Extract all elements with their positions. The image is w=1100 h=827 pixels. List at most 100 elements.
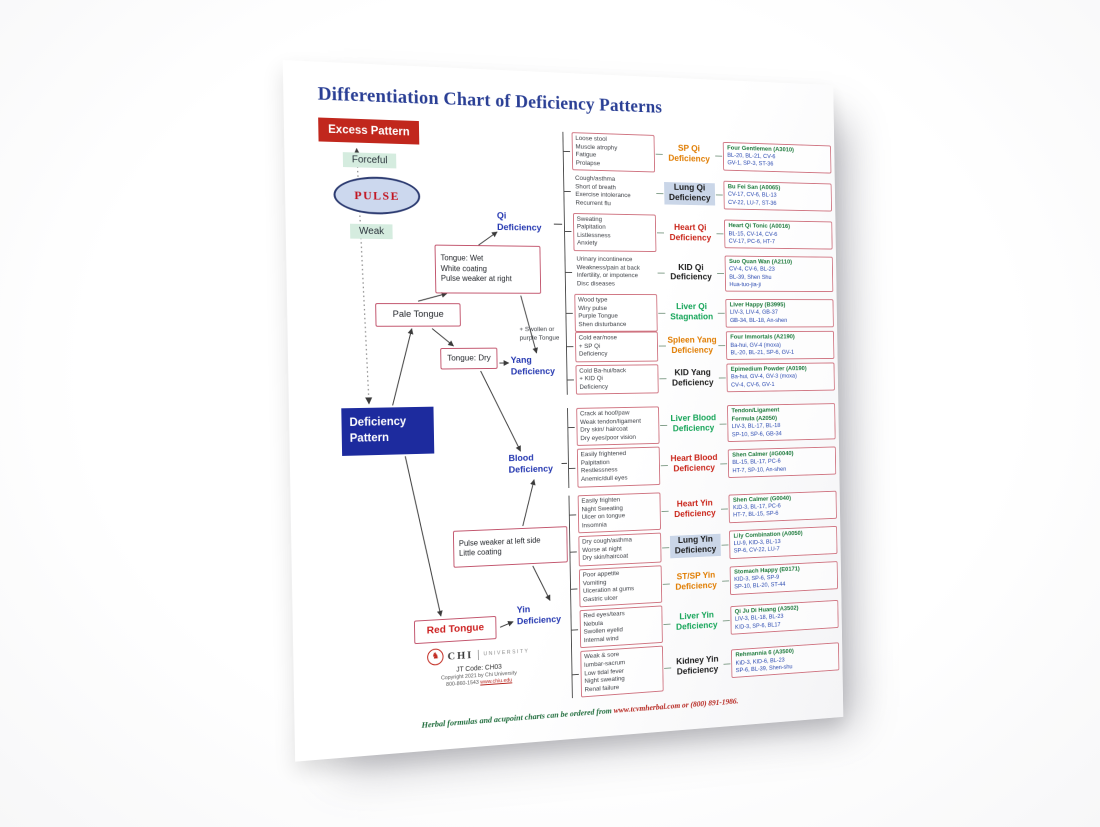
row-connector-line xyxy=(663,623,671,625)
row-connector-line xyxy=(656,192,664,195)
symptom-list: Cough/asthma Short of breath Exercise in… xyxy=(575,175,631,208)
deficiency-label: ST/SP Yin Deficiency xyxy=(675,570,717,593)
branch-qi-deficiency: Qi Deficiency xyxy=(496,210,542,234)
knight-horse-icon: ♞ xyxy=(427,648,444,666)
pulse-weak-label: Weak xyxy=(349,223,394,240)
symptom-list: Crack at hoof/paw Weak tendon/ligament D… xyxy=(576,406,660,447)
pattern-row: Sweating Palpitation Listlessness Anxiet… xyxy=(565,212,833,253)
formula-acupoints: KID-3, BL-17, PC-6 HT-7, BL-15, SP-6 xyxy=(732,502,781,519)
row-arrow-line xyxy=(716,233,724,235)
deficiency-label: KID Yang Deficiency xyxy=(671,367,714,388)
symptom-list: Cold ear/nose + SP Qi Deficiency xyxy=(574,331,659,363)
branch-yang-deficiency: Yang Deficiency xyxy=(510,355,556,378)
pattern-row: Cough/asthma Short of breath Exercise in… xyxy=(564,173,832,215)
row-connector-line xyxy=(655,153,663,155)
group-blood-deficiency: Crack at hoof/paw Weak tendon/ligament D… xyxy=(567,403,837,488)
pattern-row: Wood type Wiry pulse Purple Tongue Shen … xyxy=(566,294,834,333)
deficiency-label: Liver Yin Deficiency xyxy=(675,610,718,633)
row-connector-line xyxy=(664,667,672,670)
row-connector-line xyxy=(662,583,670,585)
red-tongue-node: Red Tongue xyxy=(413,615,497,645)
formula-acupoints: LIV-3, LIV-4, GB-37 GB-34, BL-18, An-she… xyxy=(729,309,788,324)
symptom-list: Sweating Palpitation Listlessness Anxiet… xyxy=(572,212,657,252)
row-connector-line xyxy=(656,232,665,234)
tongue-dry-node: Tongue: Dry xyxy=(440,347,498,370)
pulse-forceful-label: Forceful xyxy=(342,152,397,169)
formula-box: Tendon/Ligament Formula (A2050) LIV-3, B… xyxy=(727,403,836,442)
order-note-green: Herbal formulas and acupoint charts can … xyxy=(421,705,614,730)
formula-acupoints: BL-15, BL-17, PC-6 HT-7, SP-10, An-shen xyxy=(732,458,787,474)
row-arrow-line xyxy=(719,423,727,425)
swollen-purple-note: + Swollen or purple Tongue xyxy=(519,326,560,342)
deficiency-label: Heart Yin Deficiency xyxy=(674,498,716,521)
row-connector-line xyxy=(661,510,669,512)
chi-university-logo: ♞ CHI | UNIVERSITY JT Code: CH03 Copyrig… xyxy=(397,641,559,691)
row-connector-line xyxy=(657,272,665,274)
row-connector-line xyxy=(660,464,668,467)
row-connector-line xyxy=(660,424,668,426)
row-arrow-line xyxy=(722,580,730,582)
symptom-list: Loose stool Muscle atrophy Fatigue Prola… xyxy=(571,132,656,173)
formula-box: Shen Calmer (#G0040) BL-15, BL-17, PC-6 … xyxy=(727,446,837,478)
formula-box: Four Immortals (A2190) Ba-hui, GV-4 (mox… xyxy=(725,331,835,361)
formula-acupoints: LU-9, KID-3, BL-13 SP-6, CV-22, LU-7 xyxy=(733,538,781,555)
symptom-list: Wood type Wiry pulse Purple Tongue Shen … xyxy=(574,294,658,333)
symptom-list: Weak & sore lumbar-sacrum Low tidal feve… xyxy=(580,646,664,698)
group-qi-deficiency: Loose stool Muscle atrophy Fatigue Prola… xyxy=(562,131,834,333)
formula-box: Four Gentlemen (A3010) BL-20, BL-21, CV-… xyxy=(722,141,832,174)
row-arrow-line xyxy=(718,377,726,379)
deficiency-label: KID Qi Deficiency xyxy=(670,262,712,283)
pale-tongue-node: Pale Tongue xyxy=(375,303,461,327)
logo-chi-text: CHI xyxy=(447,648,474,663)
deficiency-label: Liver Qi Stagnation xyxy=(670,302,714,323)
formula-box: Qi Ju Di Huang (A3502) LIV-3, BL-18, BL-… xyxy=(730,599,839,635)
deficiency-label: Spleen Yang Deficiency xyxy=(667,334,717,356)
group-yang-deficiency: Cold ear/nose + SP Qi Deficiency Spleen … xyxy=(565,330,835,396)
row-arrow-line xyxy=(715,155,723,157)
row-arrow-line xyxy=(722,619,730,622)
formula-box: Epimedium Powder (A0190) Ba-hui, GV-4, G… xyxy=(726,362,835,393)
formula-acupoints: Ba-hui, GV-4, GV-3 (moxa) CV-4, CV-6, GV… xyxy=(730,373,797,389)
deficiency-label: Heart Qi Deficiency xyxy=(669,222,712,244)
excess-pattern-box: Excess Pattern xyxy=(318,117,420,145)
formula-acupoints: CV-4, CV-6, BL-23 BL-39, Shen Shu Hua-tu… xyxy=(729,265,775,288)
deficiency-label: SP Qi Deficiency xyxy=(668,143,710,165)
pulse-oval: PULSE xyxy=(333,175,421,216)
formula-box: Bu Fei San (A0065) CV-17, CV-6, BL-13 CV… xyxy=(723,180,832,212)
deficiency-label: Heart Blood Deficiency xyxy=(670,452,718,475)
paper-chart: Differentiation Chart of Deficiency Patt… xyxy=(283,60,844,762)
logo-university-text: UNIVERSITY xyxy=(483,648,530,657)
formula-title: Liver Happy (B3995) xyxy=(729,301,786,309)
symptom-list: Easily frightened Palpitation Restlessne… xyxy=(576,446,661,488)
symptom-list: Red eyes/tears Nebula Swollen eyelid Int… xyxy=(579,605,663,649)
row-arrow-line xyxy=(720,508,728,510)
order-note-red: www.tcvmherbal.com or (800) 891-1986. xyxy=(613,695,739,715)
deficiency-label: Liver Blood Deficiency xyxy=(670,412,717,435)
symptom-list: Cold Ba-hui/back + KID Qi Deficiency xyxy=(575,364,659,395)
formula-box: Lily Combination (A0050) LU-9, KID-3, BL… xyxy=(729,525,838,559)
phone-number: 800-860-1543 xyxy=(446,679,481,688)
formula-acupoints: BL-15, CV-14, CV-6 CV-17, PC-6, HT-7 xyxy=(728,230,778,246)
row-connector-line xyxy=(659,378,667,380)
pattern-row: Urinary incontinence Weakness/pain at ba… xyxy=(565,254,834,293)
row-connector-line xyxy=(658,312,666,314)
website-link: www.chiu.edu xyxy=(480,677,513,686)
pattern-row: Easily frightened Palpitation Restlessne… xyxy=(569,442,837,488)
formula-acupoints: LIV-3, BL-17, BL-18 SP-10, SP-6, GB-34 xyxy=(731,422,782,438)
symptom-list: Poor appetite Vomiting Ulceration at gum… xyxy=(578,565,663,608)
formula-box: Liver Happy (B3995) LIV-3, LIV-4, GB-37 … xyxy=(725,298,834,328)
row-arrow-line xyxy=(717,312,725,314)
symptom-list: Urinary incontinence Weakness/pain at ba… xyxy=(576,256,640,288)
formula-box: Stomach Happy (E0171) KID-3, SP-6, SP-9 … xyxy=(729,560,838,595)
formula-acupoints: Ba-hui, GV-4 (moxa) BL-20, BL-21, SP-6, … xyxy=(730,341,795,357)
row-arrow-line xyxy=(718,345,726,347)
row-arrow-line xyxy=(715,194,723,196)
pattern-row: Crack at hoof/paw Weak tendon/ligament D… xyxy=(568,403,836,447)
order-note: Herbal formulas and acupoint charts can … xyxy=(421,691,808,730)
branch-yin-deficiency: Yin Deficiency xyxy=(516,604,562,628)
pattern-row: Loose stool Muscle atrophy Fatigue Prola… xyxy=(563,132,832,178)
deficiency-label: Kidney Yin Deficiency xyxy=(676,653,719,678)
row-arrow-line xyxy=(717,273,725,274)
symptom-list: Dry cough/asthma Worse at night Dry skin… xyxy=(578,532,662,567)
group-yin-deficiency: Easily frighten Night Sweating Ulcer on … xyxy=(568,486,840,699)
